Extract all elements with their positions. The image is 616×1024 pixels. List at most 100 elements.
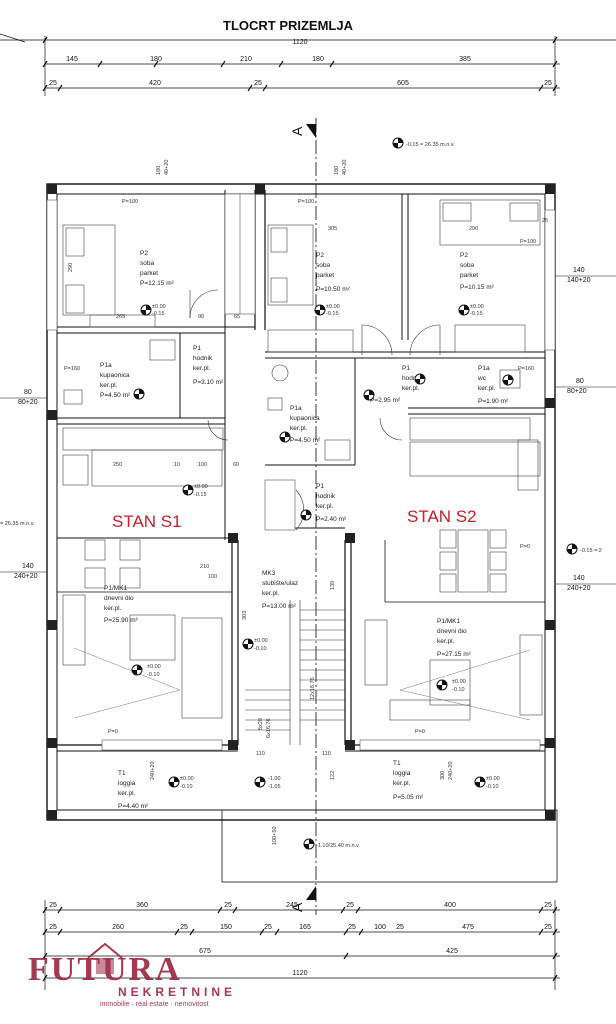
dim-label: 25 <box>49 924 57 931</box>
room-area: P=10.50 m² <box>316 286 351 293</box>
section-line-a: A A <box>289 118 317 915</box>
room-name: loggia <box>118 780 136 787</box>
dim-label: 385 <box>459 56 471 63</box>
dim-label: 80 <box>24 389 32 396</box>
dim-122: 122 <box>330 771 336 780</box>
room-code: P2 <box>140 250 148 257</box>
dim-label: P=0 <box>415 729 425 735</box>
dim-label: 265 <box>116 314 125 320</box>
dim-label: 110 <box>322 751 331 757</box>
dim-label: 80+20 <box>18 399 38 406</box>
dim-label: 25 <box>49 902 57 909</box>
room-code: T1 <box>393 760 401 767</box>
dim-label: 245 <box>286 902 298 909</box>
level-marker <box>303 838 315 850</box>
dim-240-20-loggia-b: 240+20 <box>448 761 454 780</box>
dim-label: 140 <box>573 267 585 274</box>
level-marker <box>414 373 426 385</box>
room-code: P1a <box>100 362 112 369</box>
dim-label: 420 <box>149 80 161 87</box>
logo-sub: NEKRETNINE <box>118 985 236 999</box>
room-area: P=4.40 m² <box>118 803 149 810</box>
logo: FUTURA NEKRETNINE immobilie · real estat… <box>28 942 236 1008</box>
dim-label: 25 <box>180 924 188 931</box>
level-text: -1.00 <box>268 776 281 782</box>
room-label: P2 soba parket P=12.15 m² <box>140 250 175 287</box>
room-label: T1 loggia ker.pl. P=5.05 m² <box>393 760 424 801</box>
dim-label: 60 <box>233 462 239 468</box>
dim-290-left: 290 <box>68 263 74 272</box>
level-text: -0.10 <box>180 784 193 790</box>
stairs <box>245 600 345 745</box>
dim-303: 303 <box>242 611 248 620</box>
room-label: P1 hodnik ker.pl. P=2.40 m² <box>316 483 347 523</box>
living-markers <box>73 647 531 721</box>
bottom-dimensions <box>42 900 560 990</box>
room-label: P1/MK1 dnevni dio ker.pl. P=27.15 m² <box>437 618 472 658</box>
doors <box>189 289 441 531</box>
room-name: hodnik <box>193 355 213 362</box>
room-code: P1/MK1 <box>437 618 461 625</box>
dim-100-50: 100+50 <box>272 826 278 845</box>
room-area: P=10.15 m² <box>460 284 495 291</box>
side-dim-lines <box>0 275 616 585</box>
windows <box>46 193 556 751</box>
room-floor: ker.pl. <box>104 605 122 612</box>
dim-label: P=100 <box>298 199 314 205</box>
dim-label: 25 <box>224 902 232 909</box>
dim-label: 305 <box>328 226 337 232</box>
level-top: -0.15 = 26.35 m.n.v. <box>406 142 455 148</box>
level-text: -0.15 <box>326 311 339 317</box>
bottom-dims-row1: 25 360 25 245 25 400 25 <box>49 902 552 909</box>
room-label: T1 loggia ker.pl. P=4.40 m² <box>118 770 149 810</box>
dim-label: 100 <box>208 574 217 580</box>
level-marker <box>242 638 254 650</box>
dim-label: 10 <box>174 462 180 468</box>
room-area: P=4.50 m² <box>100 392 131 399</box>
level-marker <box>131 664 143 676</box>
room-name: soba <box>460 262 474 269</box>
dim-label: 25 <box>544 902 552 909</box>
level-text: -0.15 <box>152 311 165 317</box>
level-left: = 26.35 m.n.v. <box>0 521 35 527</box>
level-marker <box>502 374 514 386</box>
inner-dimensions: 265 90 65 250 10 100 60 305 290 25 P=100… <box>64 199 548 757</box>
room-floor: parket <box>316 272 334 279</box>
room-floor: ker.pl. <box>100 382 118 389</box>
room-area: P=2.40 m² <box>316 516 347 523</box>
side-dimensions: 80 80+20 140 240+20 140 140+20 80 80+20 … <box>14 267 591 592</box>
level-text: ±0.00 <box>194 484 208 490</box>
dim-label: 140 <box>22 563 34 570</box>
section-mark-top: A <box>289 126 305 136</box>
room-floor: parket <box>140 270 158 277</box>
room-floor: ker.pl. <box>290 425 308 432</box>
level-marker <box>168 776 180 788</box>
level-text: -1.05 <box>268 784 281 790</box>
level-marker <box>254 776 266 788</box>
level-marker <box>474 776 486 788</box>
room-floor: ker.pl. <box>393 780 411 787</box>
room-code: T1 <box>118 770 126 777</box>
room-code: P1a <box>478 365 490 372</box>
level-text: -0.15 <box>470 311 483 317</box>
room-label: P1a kupaonica ker.pl. P=4.50 m² <box>100 362 131 399</box>
top-dims-row2: 25 420 25 605 25 <box>49 80 552 87</box>
room-name: dnevni dio <box>104 595 134 602</box>
dim-label: 140 <box>573 575 585 582</box>
dim-label: 475 <box>462 924 474 931</box>
room-name: kupaonica <box>100 372 130 379</box>
room-area: P=13.00 m² <box>262 603 297 610</box>
level-text: ±0.00 <box>326 304 340 310</box>
furniture <box>62 199 543 721</box>
room-name: soba <box>140 260 154 267</box>
stair-up-dim: 12x18.76 <box>310 677 316 700</box>
dim-300-loggia: 300 <box>440 771 446 780</box>
room-label: P1 hodnik ker.pl. P=2.95 m² <box>370 365 422 404</box>
dim-label: 80+20 <box>567 388 587 395</box>
room-name: loggia <box>393 770 411 777</box>
dim-180-top: 180 <box>156 166 162 175</box>
room-code: P1 <box>316 483 324 490</box>
room-name: hodnik <box>402 375 422 382</box>
dim-label: 240+20 <box>14 573 38 580</box>
room-name: dnevni dio <box>437 628 467 635</box>
